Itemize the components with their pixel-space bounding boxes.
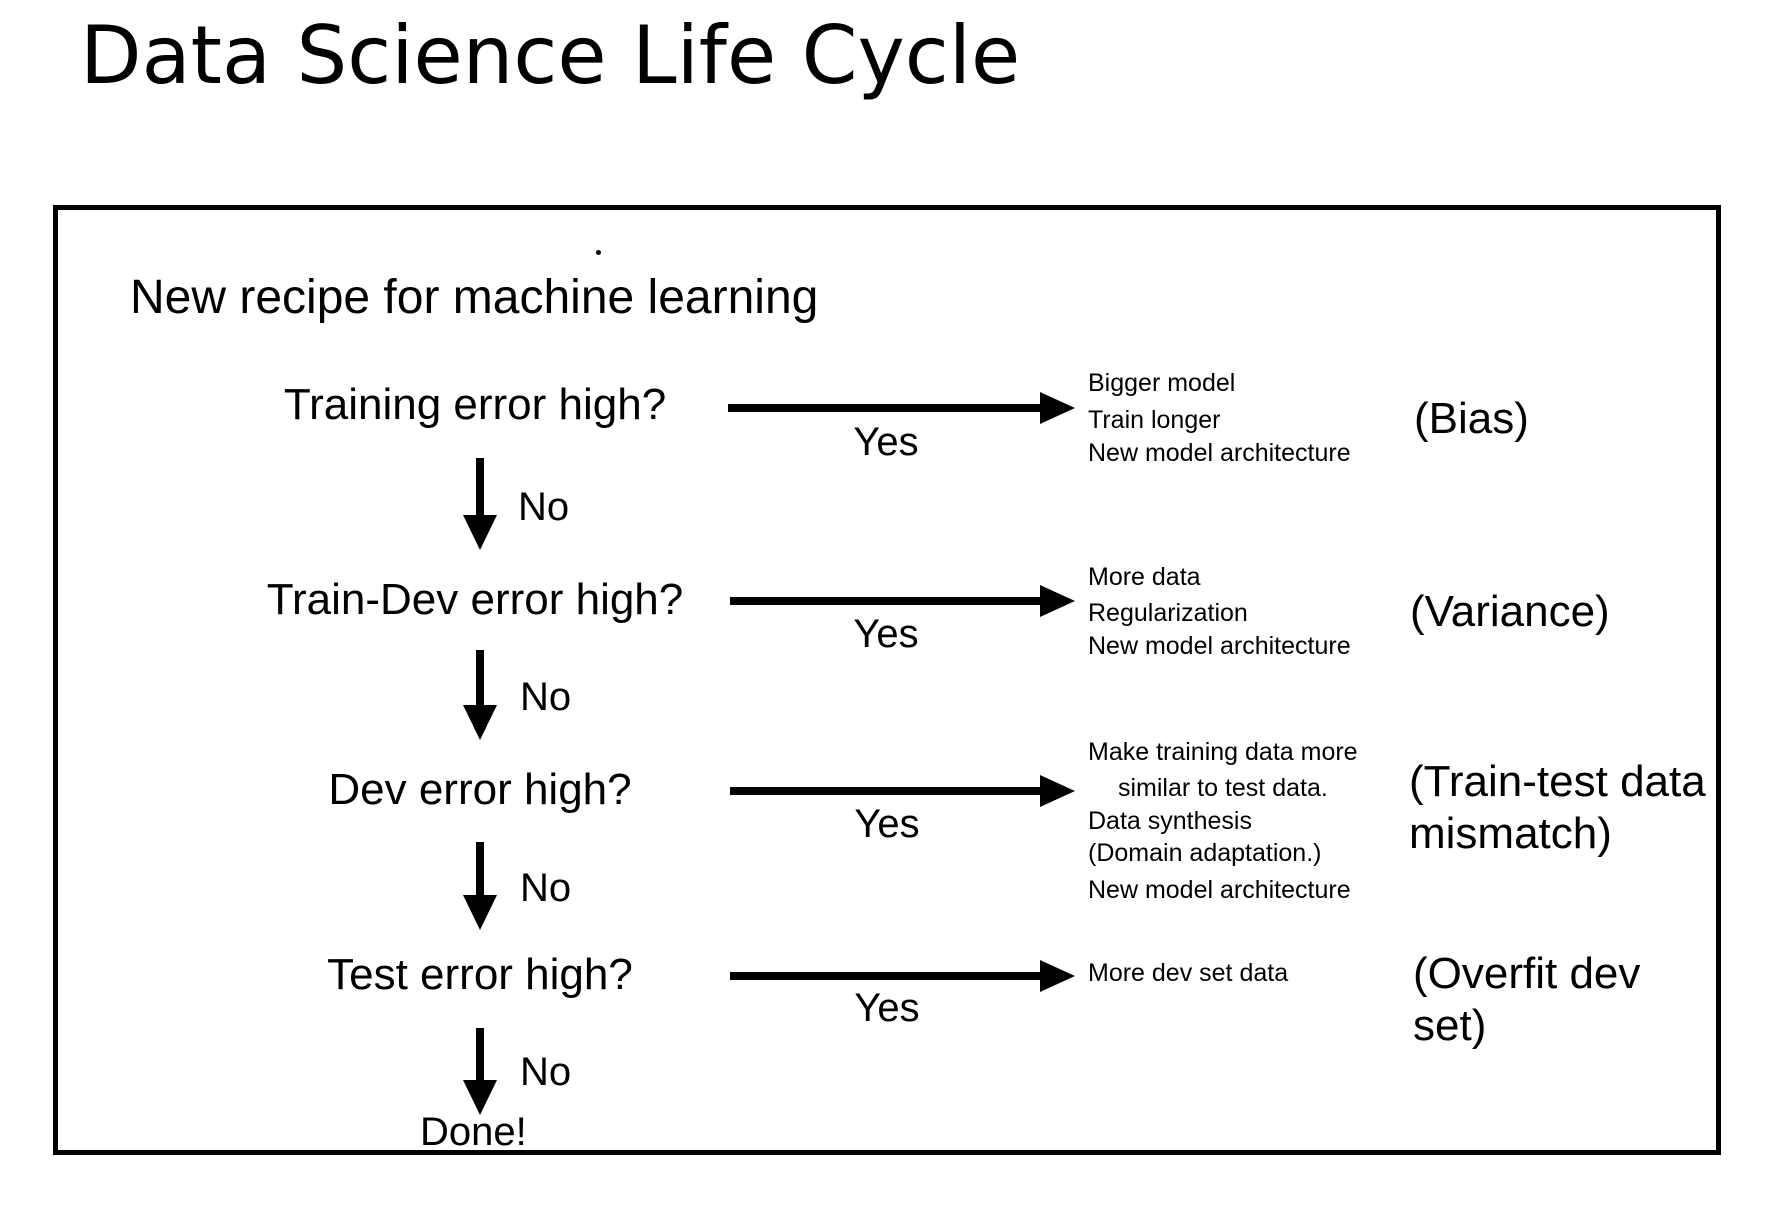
- question-training-error: Training error high?: [283, 380, 667, 429]
- category-train-test-mismatch-line1: (Train-test data: [1409, 757, 1706, 806]
- yes-label-4: Yes: [854, 986, 920, 1030]
- yes-label-2: Yes: [853, 612, 919, 656]
- action-make-training-data: Make training data more: [1088, 738, 1358, 766]
- action-similar-to-test: similar to test data.: [1118, 774, 1328, 802]
- yes-label-1: Yes: [853, 420, 919, 464]
- done-label: Done!: [420, 1110, 527, 1154]
- action-domain-adaptation: (Domain adaptation.): [1088, 839, 1322, 867]
- no-label-2: No: [520, 675, 572, 719]
- no-label-3: No: [520, 866, 572, 910]
- action-new-architecture-1: New model architecture: [1088, 439, 1351, 467]
- action-new-architecture-3: New model architecture: [1088, 876, 1351, 904]
- diagram-frame: [53, 205, 1721, 1155]
- action-train-longer: Train longer: [1088, 406, 1221, 434]
- action-regularization: Regularization: [1088, 599, 1248, 627]
- question-train-dev-error: Train-Dev error high?: [266, 575, 684, 624]
- action-more-data: More data: [1088, 563, 1201, 591]
- no-label-4: No: [520, 1050, 572, 1094]
- category-overfit-dev-line2: set): [1413, 1001, 1487, 1050]
- action-new-architecture-2: New model architecture: [1088, 632, 1351, 660]
- yes-label-3: Yes: [854, 802, 920, 846]
- stray-dot: [596, 250, 601, 255]
- category-variance: (Variance): [1410, 587, 1610, 636]
- diagram-subtitle: New recipe for machine learning: [130, 271, 819, 324]
- action-more-dev-set-data: More dev set data: [1088, 959, 1289, 987]
- question-test-error: Test error high?: [327, 950, 633, 999]
- question-dev-error: Dev error high?: [328, 765, 632, 814]
- action-bigger-model: Bigger model: [1088, 369, 1236, 397]
- action-data-synthesis: Data synthesis: [1088, 807, 1252, 835]
- no-label-1: No: [518, 485, 570, 529]
- category-train-test-mismatch-line2: mismatch): [1409, 809, 1612, 858]
- slide-title: Data Science Life Cycle: [80, 9, 1021, 102]
- category-overfit-dev-line1: (Overfit dev: [1413, 949, 1641, 998]
- category-bias: (Bias): [1414, 394, 1529, 443]
